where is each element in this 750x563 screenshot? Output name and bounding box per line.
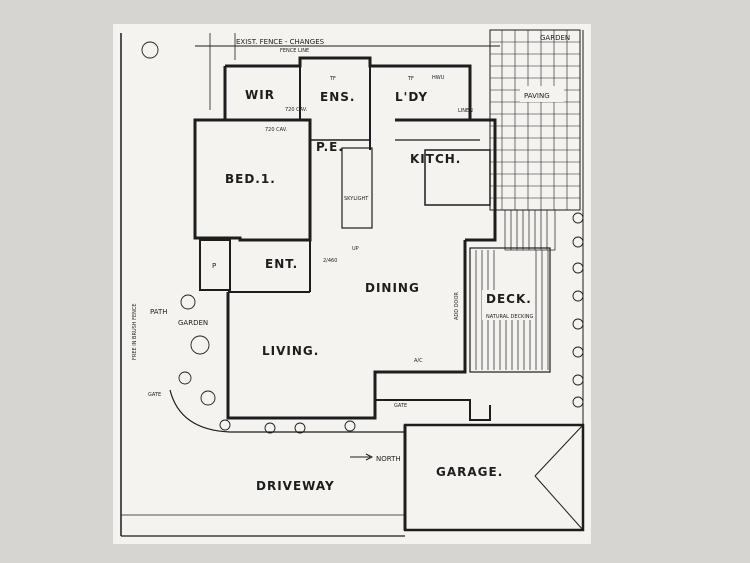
label-deck-note: NATURAL DECKING [486,314,534,320]
label-wire-note: SKYLIGHT [344,196,369,202]
label-bed-side-note: FREE IN BRUSH FENCE [132,303,138,360]
label-deck-side-note: ADD DOOR [454,292,460,320]
label-robe-1: 720 CAV. [265,127,288,133]
north-arrow-head-icon [365,453,374,461]
room-label-kitch: KITCH. [410,152,461,166]
garage-outline [403,423,585,532]
label-fence-line: FENCE LINE [280,48,309,54]
label-ldy-tf: TF [407,76,414,82]
label-hwu: HWU [432,75,445,81]
room-label-living: LIVING. [262,344,319,358]
room-label-ldy: L'DY [395,90,428,104]
label-ent-note: 2/460 [323,258,337,264]
label-robe-2: 720 CAV. [285,107,308,113]
room-label-deck: DECK. [486,292,532,306]
room-label-wir: WIR [245,88,275,102]
label-ldy-side: LINEN [458,108,473,114]
room-label-garage: GARAGE. [436,465,503,479]
house-walls [193,56,497,421]
driveway-edge [169,389,405,433]
label-ac: A/C [414,358,423,364]
label-ens-tf: TF [329,76,336,82]
deck-hatch [469,247,551,373]
label-garden-side: GARDEN [178,319,208,327]
label-step-up: UP [352,246,359,252]
room-label-bed1: BED.1. [225,172,276,186]
label-path: PATH [150,308,168,316]
room-label-pe: P.E. [316,140,344,154]
label-paving: PAVING [524,92,550,100]
label-north: NORTH [376,455,401,463]
paving-grid [489,29,581,211]
label-garden-top: GARDEN [540,34,570,42]
label-pantry: P [212,262,216,270]
room-label-ent: ENT. [265,257,298,271]
deck-label-bg [482,290,530,320]
room-label-driveway: DRIVEWAY [256,479,335,493]
paving-label-bg [520,86,564,102]
label-fence-dims: EXIST. FENCE - CHANGES [236,38,325,46]
label-gate-left: GATE [148,392,161,398]
room-label-ens: ENS. [320,90,355,104]
deck-upper-hatch [504,209,556,251]
label-gate-right: GATE [394,403,407,409]
room-label-dining: DINING [365,281,420,295]
garden-plants [141,41,584,434]
